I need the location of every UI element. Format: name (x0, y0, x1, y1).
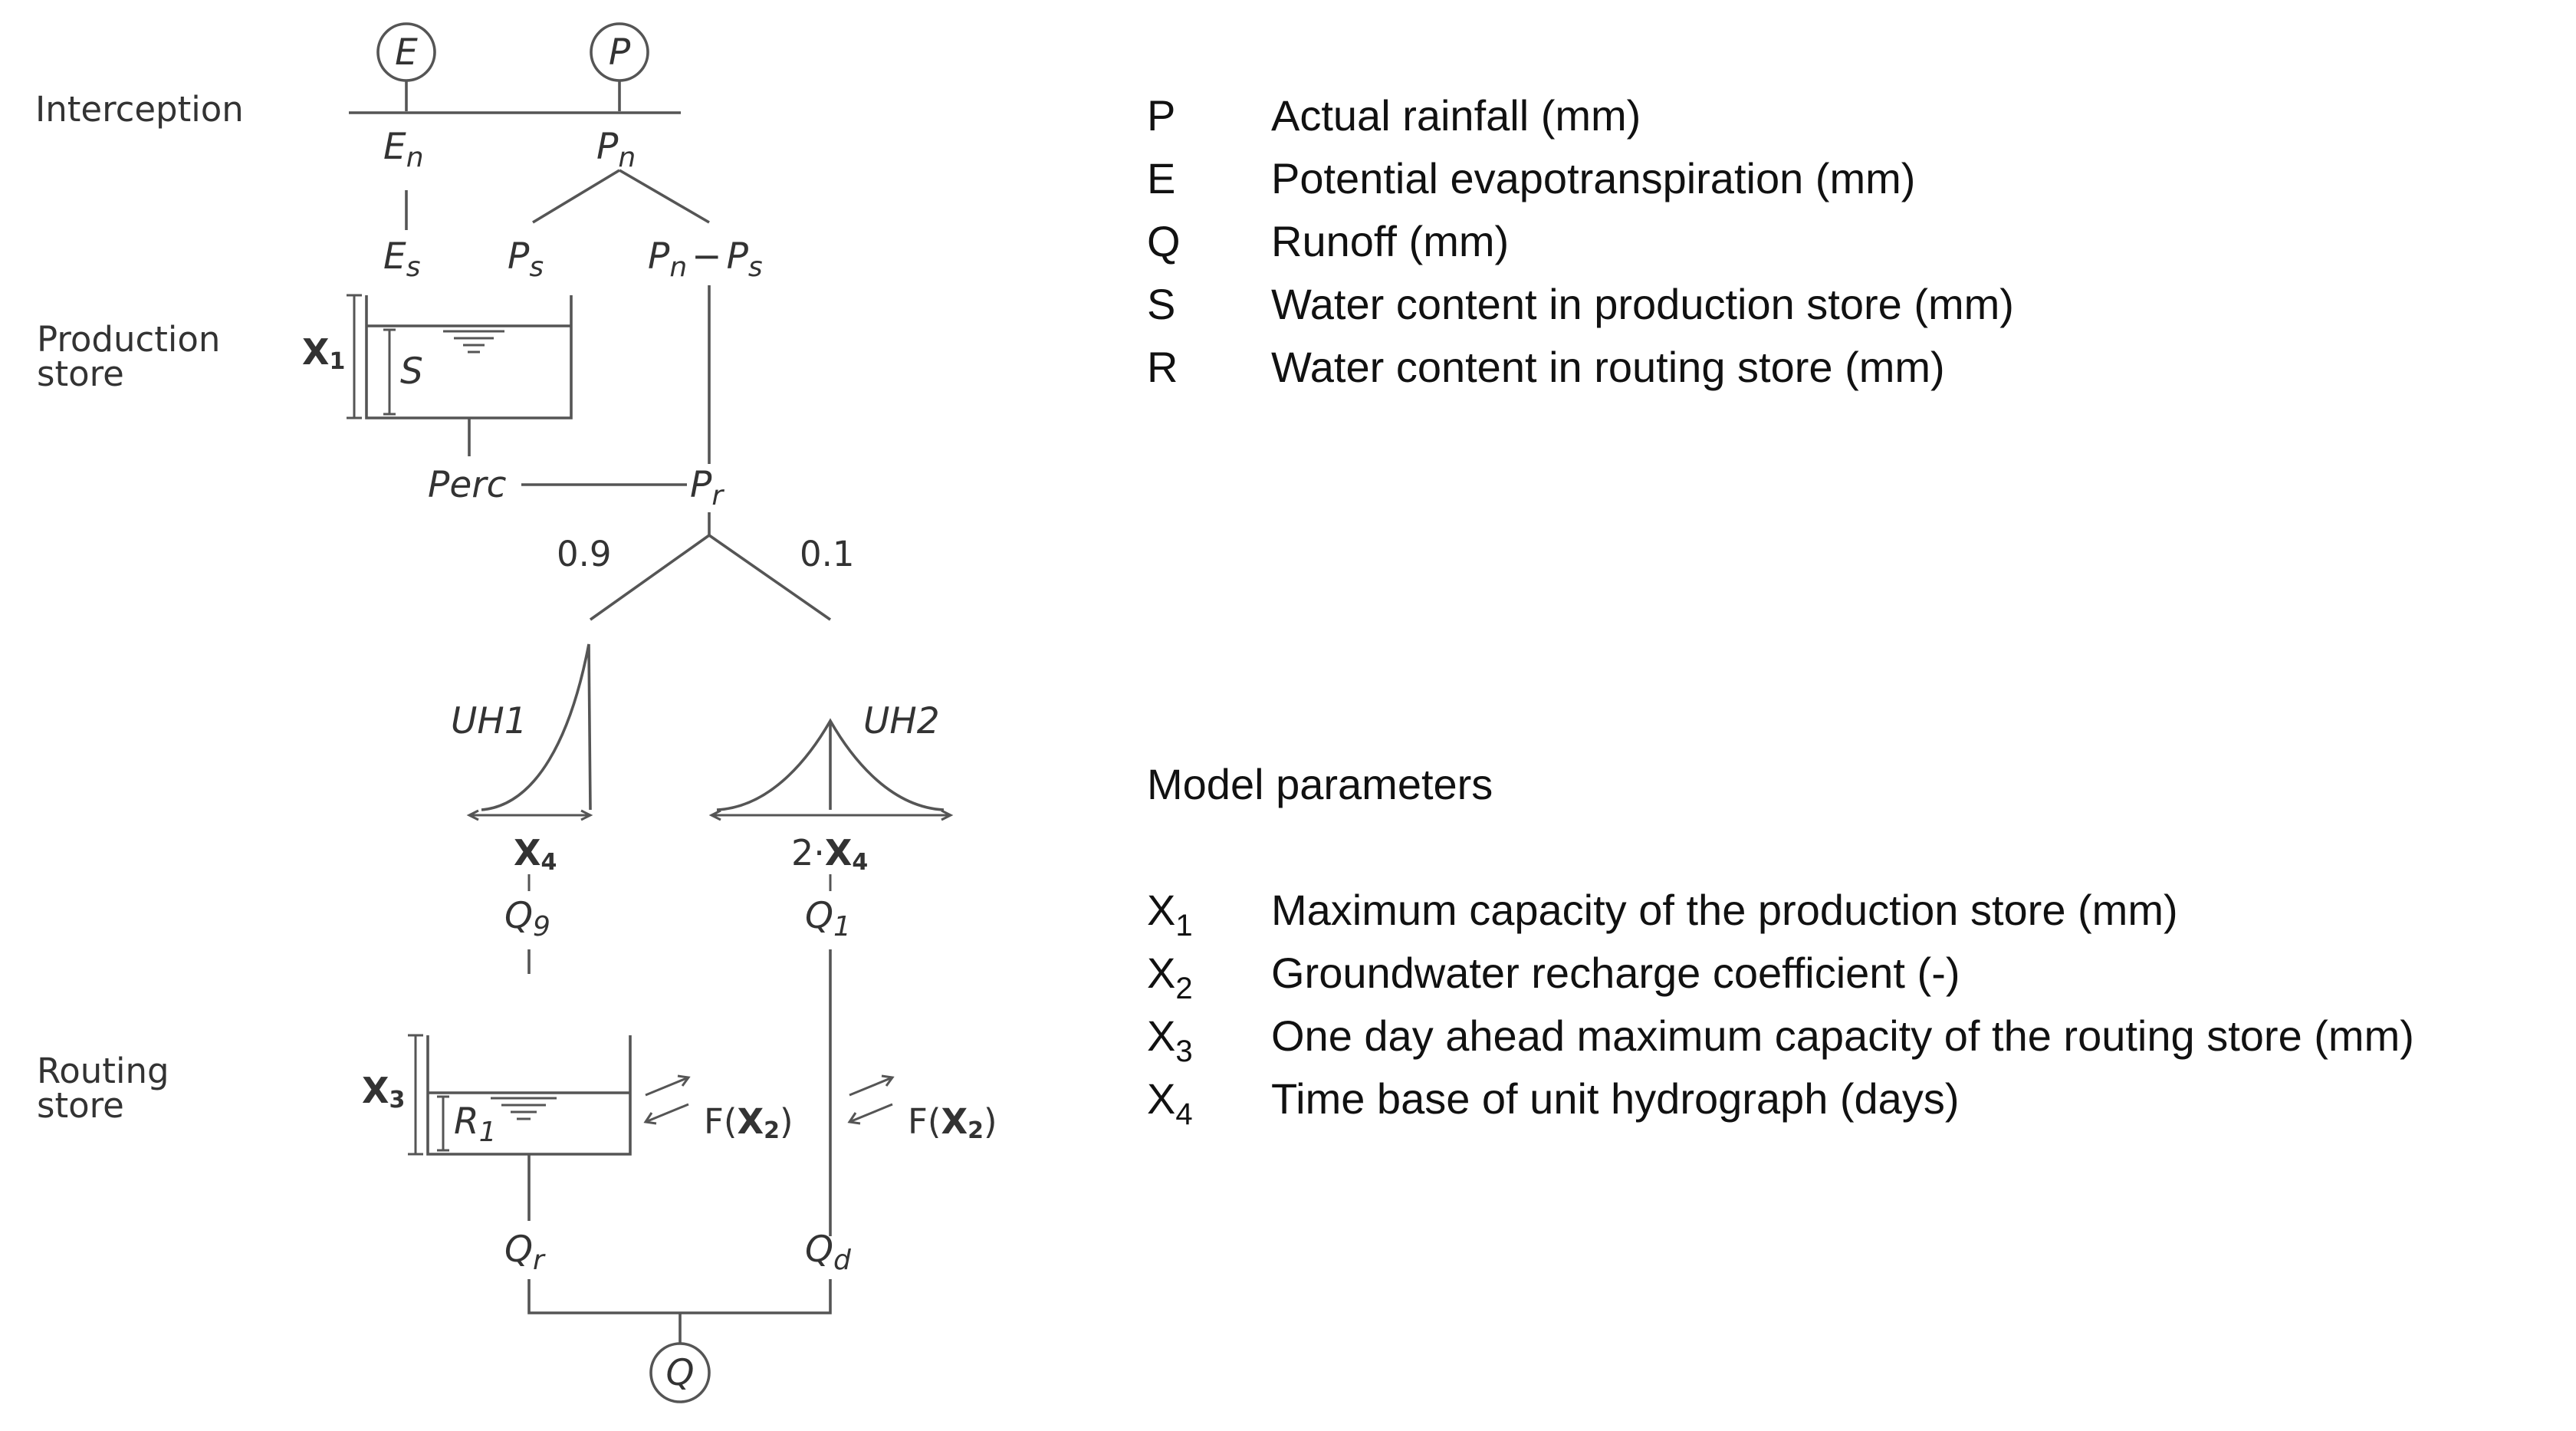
routing-store-label-line2: store (37, 1085, 124, 1126)
x4-uh1-label: X4 (514, 832, 557, 876)
node-p: P (590, 22, 649, 82)
legend-text-q: Runoff (mm) (1271, 217, 1509, 265)
production-store-label-line2: store (37, 354, 124, 394)
uh1-hydrograph: UH1 (451, 643, 593, 821)
svg-text:P: P (609, 31, 631, 74)
param-symbol-x1: X1 (1147, 886, 1193, 942)
param-symbol-x2: X2 (1147, 949, 1193, 1005)
legend-symbol-r: R (1147, 343, 1178, 391)
x1-dimension: X1 (302, 294, 362, 419)
uh2-label: UH2 (863, 700, 940, 742)
svg-text:X3: X3 (362, 1070, 405, 1114)
var-qd: Qd (805, 1229, 852, 1276)
legend-symbol-e: E (1147, 154, 1175, 202)
param-text-x1: Maximum capacity of the production store… (1271, 886, 2178, 934)
var-q9: Q9 (504, 895, 550, 942)
legend-text-e: Potential evapotranspiration (mm) (1271, 154, 1915, 202)
interception-label: Interception (35, 89, 244, 130)
var-es: Es (383, 235, 420, 283)
node-e: E (376, 22, 436, 82)
exchange-label-right: F(X2) (908, 1101, 997, 1144)
legend-symbol-s: S (1147, 280, 1175, 328)
uh1-label: UH1 (451, 700, 527, 742)
var-r1: R1 (454, 1100, 497, 1148)
var-en: En (383, 126, 424, 173)
legend-symbol-p: P (1147, 91, 1175, 140)
param-text-x4: Time base of unit hydrograph (days) (1271, 1074, 1959, 1123)
legend-symbol-q: Q (1147, 217, 1181, 265)
exchange-arrows-left (643, 1074, 691, 1125)
param-symbol-x3: X3 (1147, 1012, 1193, 1068)
outflow-junction (527, 1279, 832, 1314)
uh2-hydrograph: UH2 (708, 700, 954, 821)
param-symbol-x4: X4 (1147, 1074, 1193, 1131)
x3-dimension: X3 (362, 1034, 423, 1156)
legend-text-p: Actual rainfall (mm) (1271, 91, 1641, 140)
production-store: S (365, 295, 573, 419)
var-q1: Q1 (805, 895, 851, 942)
exchange-label-left: F(X2) (704, 1101, 794, 1144)
var-ps: Ps (508, 235, 544, 283)
svg-text:Q: Q (666, 1352, 695, 1394)
exchange-arrows-right (847, 1074, 895, 1125)
legend: P Actual rainfall (mm) E Potential evapo… (1147, 91, 2414, 1131)
routing-store: R1 (426, 1035, 632, 1156)
param-text-x2: Groundwater recharge coefficient (-) (1271, 949, 1960, 997)
svg-text:X1: X1 (302, 331, 345, 375)
split-left-label: 0.9 (557, 534, 612, 574)
legend-text-r: Water content in routing store (mm) (1271, 343, 1945, 391)
node-q: Q (649, 1342, 711, 1403)
param-text-x3: One day ahead maximum capacity of the ro… (1271, 1012, 2414, 1060)
var-qr: Qr (504, 1229, 546, 1276)
params-title: Model parameters (1147, 760, 1493, 808)
svg-text:E: E (395, 31, 418, 74)
legend-text-s: Water content in production store (mm) (1271, 280, 2014, 328)
var-s: S (400, 350, 423, 393)
production-store-label-line1: Production (37, 319, 220, 360)
var-pn: Pn (596, 126, 636, 173)
var-pr: Pr (690, 464, 724, 512)
var-perc: Perc (428, 464, 507, 506)
routing-store-label-line1: Routing (37, 1051, 169, 1091)
var-pn-minus-ps: Pn−Ps (648, 235, 763, 283)
split-right-label: 0.1 (800, 534, 855, 574)
x4-uh2-label: 2·X4 (791, 832, 868, 876)
